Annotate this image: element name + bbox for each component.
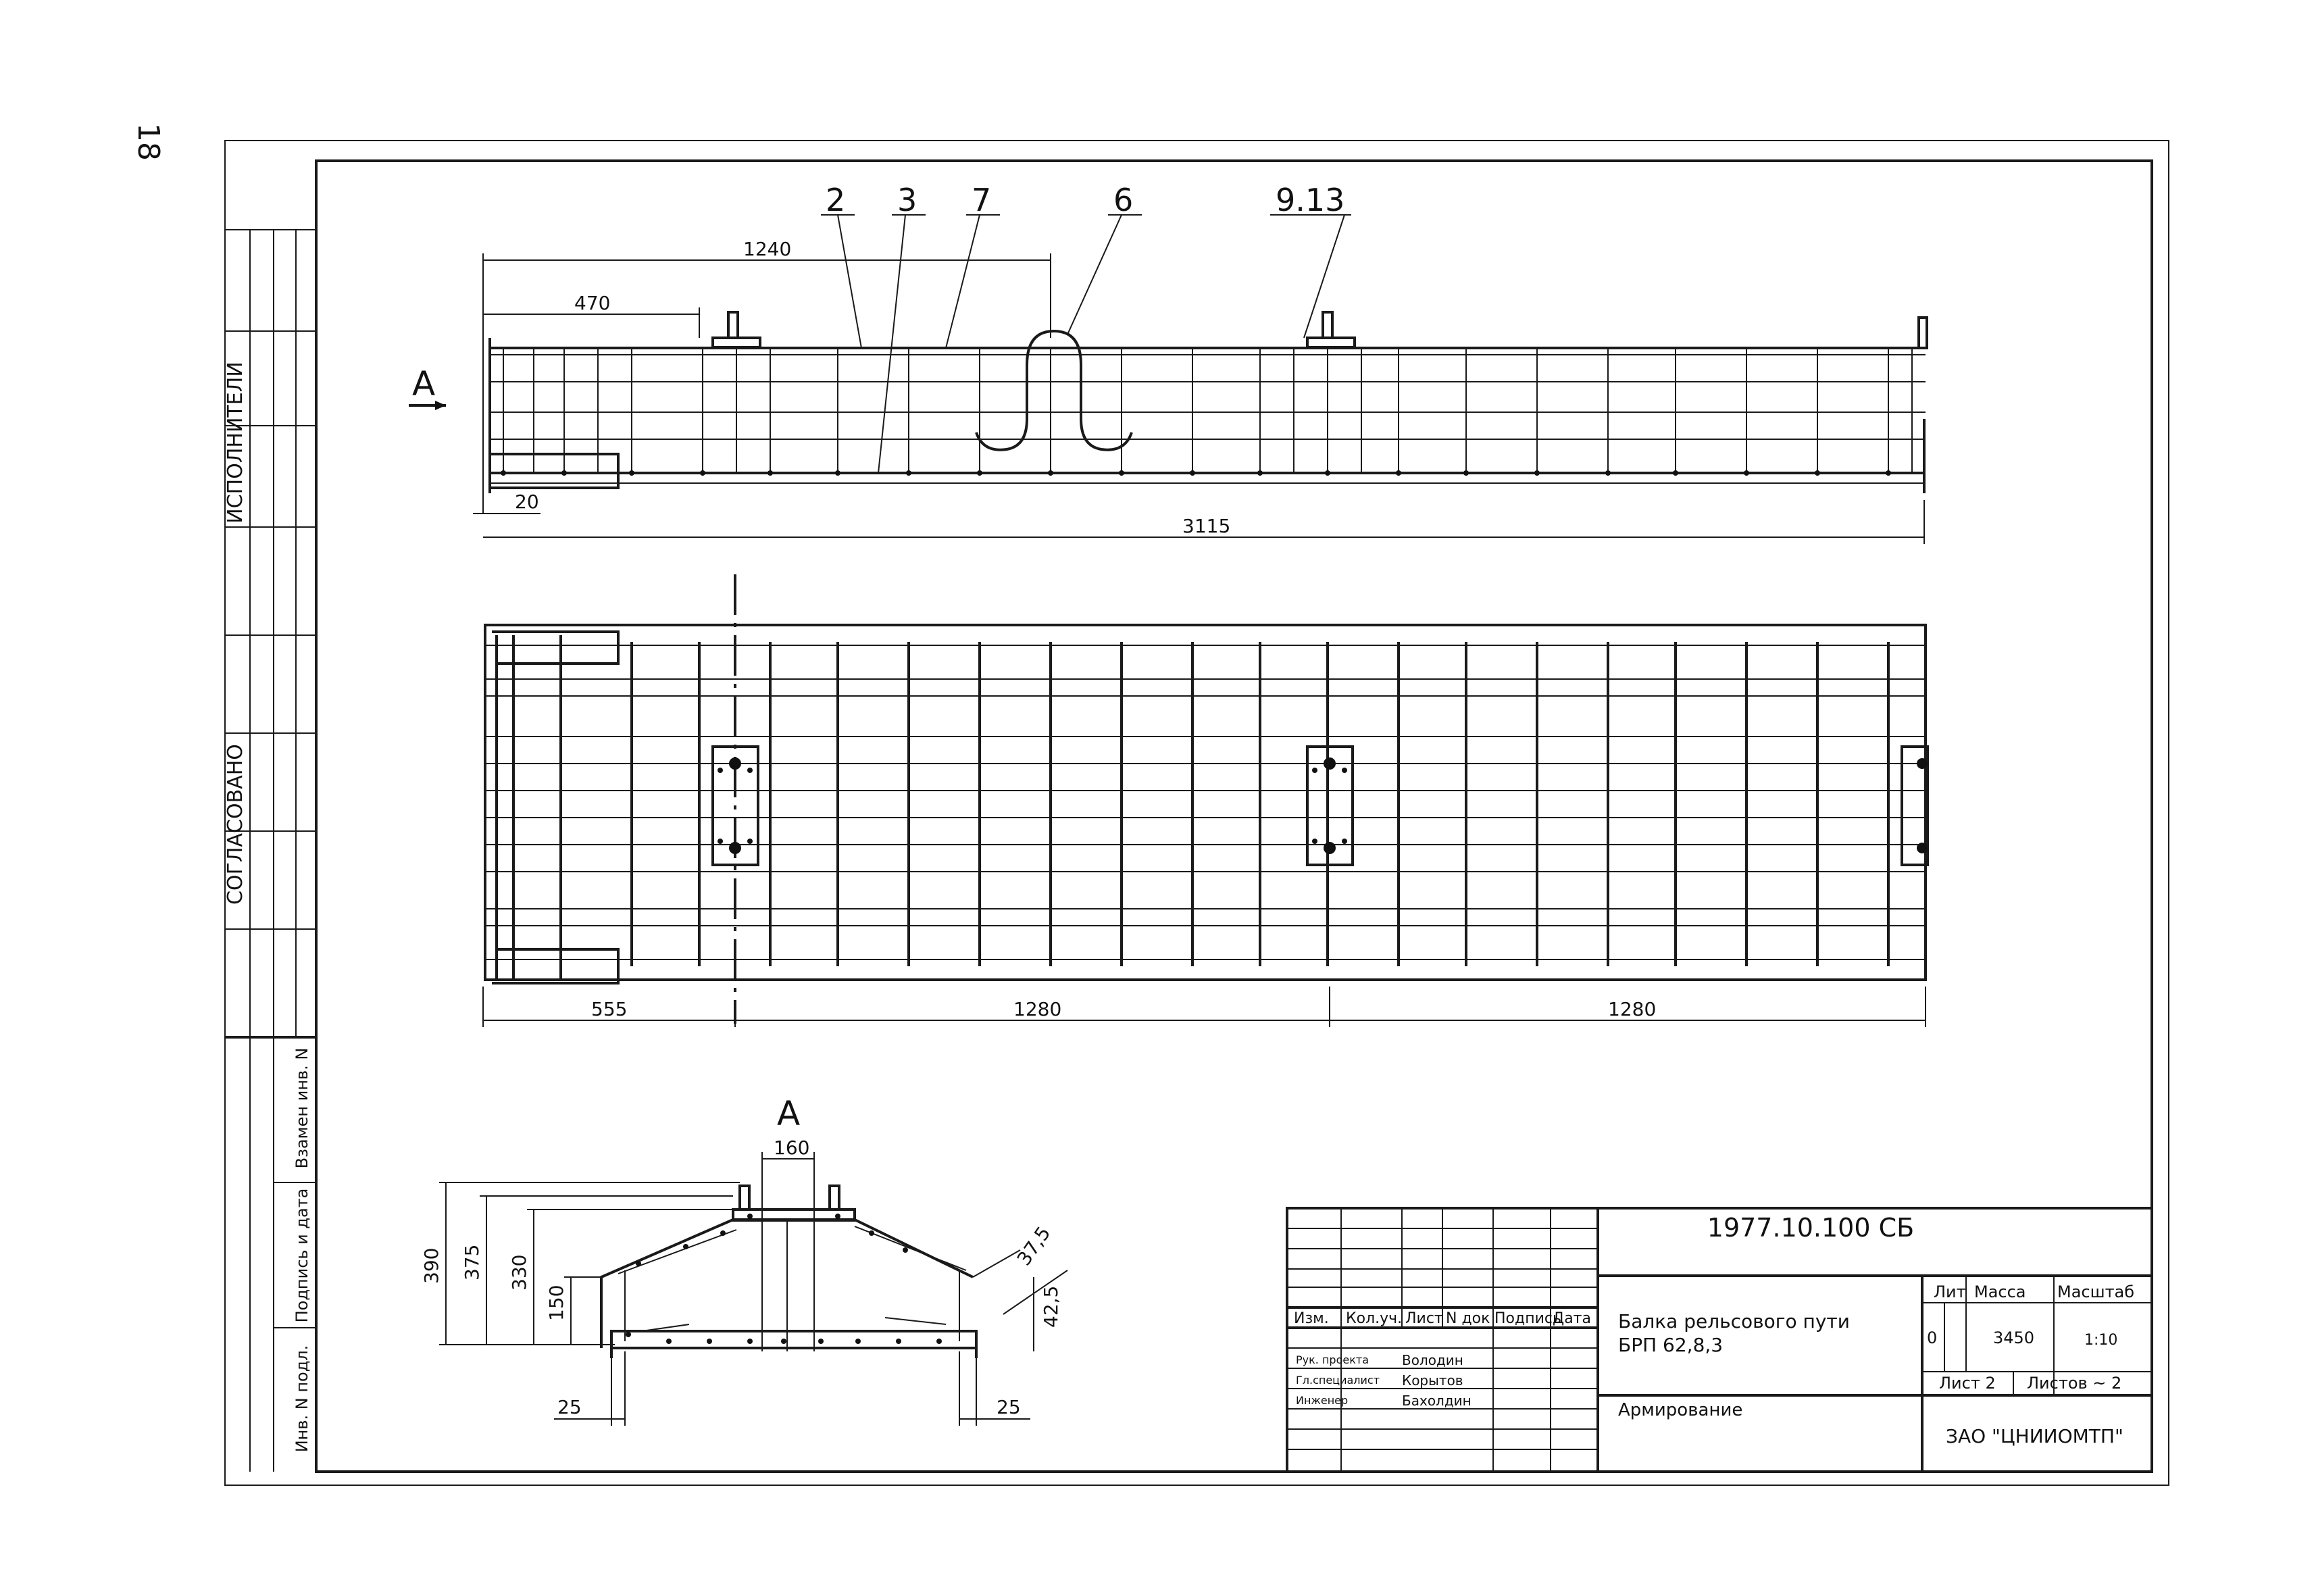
- name-1: Корытов: [1402, 1372, 1463, 1389]
- soglasovano-label: СОГЛАСОВАНО: [224, 744, 247, 905]
- inner-frame: [315, 159, 2153, 1473]
- podpis-data-label: Подпись и дата: [293, 1189, 311, 1323]
- plan-longitudinal-bars: [485, 645, 1926, 960]
- inv-podl-label: Инв. N подл.: [293, 1345, 311, 1453]
- callout-9-13: 9.13: [1276, 182, 1344, 218]
- dim-160: 160: [774, 1137, 809, 1159]
- section-a: А 160: [420, 1094, 1068, 1426]
- dim-25-right: 25: [997, 1396, 1021, 1418]
- dim-1240: 1240: [743, 238, 791, 260]
- role-2: Инженер: [1296, 1394, 1348, 1407]
- ispolniteli-label: ИСПОЛНИТЕЛИ: [224, 361, 247, 523]
- header-podpis: Подпись: [1494, 1310, 1561, 1327]
- elevation-view: 2 3 7 6 9.13 А 1240 470 20: [409, 182, 1928, 544]
- vzamen-inv-label: Взамен инв. N: [293, 1048, 311, 1169]
- section-mark-a: А: [412, 364, 435, 403]
- revision-grid: [1287, 1208, 1598, 1472]
- elevation-dimensions: 1240 470 20 3115: [473, 238, 1925, 544]
- name-2: Бахолдин: [1402, 1393, 1472, 1409]
- header-kol-uch: Кол.уч.: [1346, 1310, 1402, 1327]
- sheets-label: Листов ~ 2: [2027, 1374, 2121, 1393]
- lit-value: 0: [1927, 1328, 1937, 1347]
- dim-20: 20: [515, 491, 539, 513]
- plan-dimensions: 555 1280 1280: [482, 987, 1926, 1027]
- drawing-title: Армирование: [1618, 1400, 1742, 1420]
- callout-3: 3: [897, 182, 917, 218]
- plan-view: 555 1280 1280: [482, 574, 1929, 1027]
- section-dimensions: 160 390 375 330 150 37,5 42,5 25: [420, 1137, 1068, 1426]
- plan-embedded-plates: [711, 745, 1929, 866]
- elevation-dots: [501, 470, 1891, 476]
- dim-150: 150: [545, 1285, 568, 1321]
- title-block: Изм. Кол.уч. Лист N док Подпись Дата Рук…: [1286, 1207, 2153, 1473]
- header-izm: Изм.: [1294, 1310, 1329, 1327]
- dim-375: 375: [461, 1245, 483, 1280]
- mass-label: Масса: [1974, 1282, 2026, 1301]
- mass-value: 3450: [1993, 1328, 2034, 1347]
- lit-label: Лит: [1934, 1282, 1966, 1301]
- page-number: 18: [131, 123, 166, 161]
- dim-3115: 3115: [1182, 515, 1230, 537]
- dim-37-5: 37,5: [1013, 1222, 1055, 1270]
- dim-390: 390: [420, 1248, 443, 1284]
- doc-number: 1977.10.100 СБ: [1707, 1213, 1914, 1243]
- side-stamp: ИСПОЛНИТЕЛИ СОГЛАСОВАНО Взамен инв. N По…: [224, 229, 316, 1472]
- dim-1280-b: 1280: [1608, 998, 1656, 1020]
- dim-25-left: 25: [557, 1396, 582, 1418]
- header-list: Лист: [1405, 1310, 1443, 1327]
- role-1: Гл.специалист: [1296, 1374, 1380, 1387]
- name-0: Володин: [1402, 1352, 1463, 1368]
- product-name-line2: БРП 62,8,3: [1618, 1334, 1723, 1356]
- section-a-title: А: [777, 1094, 800, 1133]
- outer-frame: [224, 140, 2169, 1486]
- plan-transverse-bars: [630, 642, 1890, 966]
- sheet-label: Лист 2: [1939, 1374, 1996, 1393]
- callout-7: 7: [972, 182, 991, 218]
- role-0: Рук. проекта: [1296, 1353, 1369, 1366]
- dim-42-5: 42,5: [1040, 1286, 1062, 1328]
- header-data: Дата: [1553, 1310, 1591, 1327]
- elevation-stirrups: [503, 348, 1913, 473]
- callout-6: 6: [1113, 182, 1133, 218]
- header-n-dok: N док: [1446, 1310, 1490, 1327]
- callouts: 2 3 7 6 9.13: [821, 182, 1351, 474]
- dim-555: 555: [591, 998, 627, 1020]
- dim-470: 470: [574, 292, 610, 314]
- product-name-line1: Балка рельсового пути: [1618, 1310, 1850, 1332]
- dim-330: 330: [508, 1255, 530, 1291]
- organization: ЗАО "ЦНИИОМТП": [1946, 1425, 2123, 1447]
- callout-2: 2: [826, 182, 845, 218]
- scale-value: 1:10: [2084, 1332, 2117, 1349]
- dim-1280-a: 1280: [1013, 998, 1061, 1020]
- scale-label: Масштаб: [2057, 1282, 2134, 1301]
